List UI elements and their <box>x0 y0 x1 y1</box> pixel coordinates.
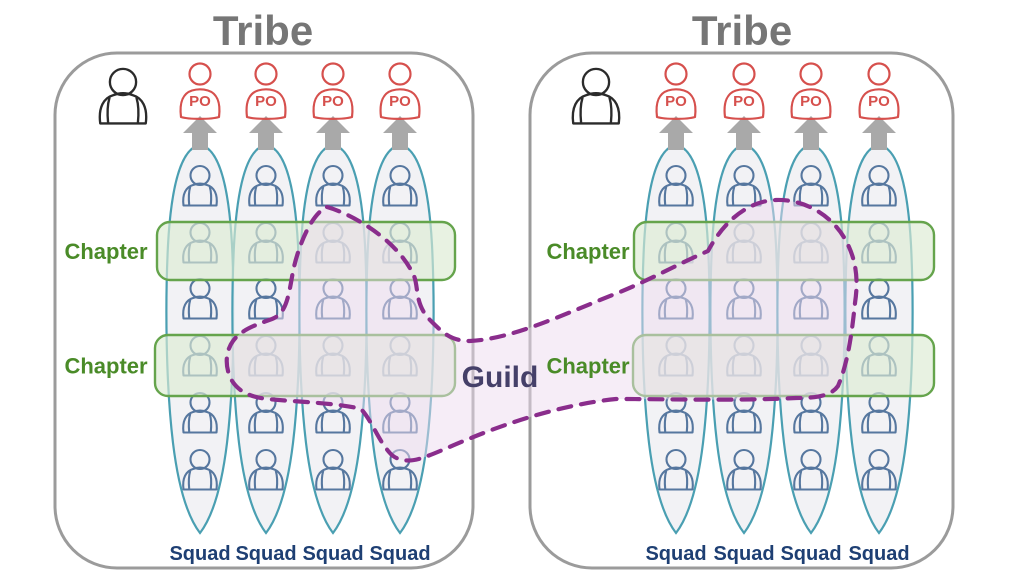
squad-label: Squad <box>235 543 296 565</box>
squad-label: Squad <box>369 543 430 565</box>
squad-label: Squad <box>645 543 706 565</box>
tribe-title: Tribe <box>213 7 313 54</box>
po-label: PO <box>389 93 411 110</box>
chapter-label: Chapter <box>546 239 630 264</box>
po-label: PO <box>189 93 211 110</box>
chapter-label: Chapter <box>64 354 148 379</box>
squad-label: Squad <box>848 543 909 565</box>
po-label: PO <box>868 93 890 110</box>
chapter-label: Chapter <box>64 239 148 264</box>
chapter-label: Chapter <box>546 354 630 379</box>
po-label: PO <box>255 93 277 110</box>
tribe-title: Tribe <box>692 7 792 54</box>
squad-label: Squad <box>780 543 841 565</box>
squad-label: Squad <box>713 543 774 565</box>
po-label: PO <box>665 93 687 110</box>
squad-label: Squad <box>169 543 230 565</box>
po-label: PO <box>322 93 344 110</box>
po-label: PO <box>733 93 755 110</box>
po-label: PO <box>800 93 822 110</box>
guild-outline <box>224 197 859 463</box>
guild-label: Guild <box>462 361 539 394</box>
squad-label: Squad <box>302 543 363 565</box>
